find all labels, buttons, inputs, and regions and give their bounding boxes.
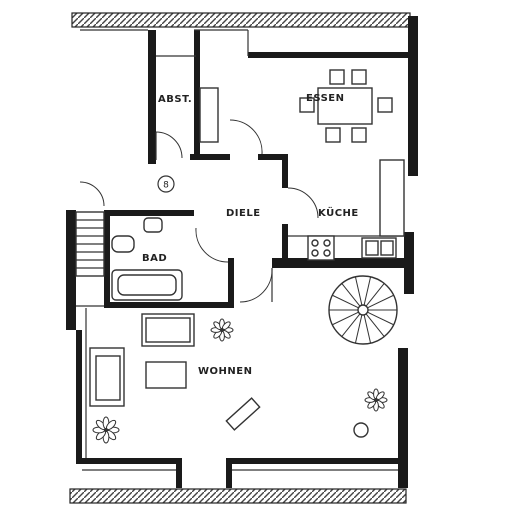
wall-bottom-left [76, 458, 180, 464]
wall-bottom-stub-left [176, 458, 182, 488]
wall-abst-right [194, 30, 200, 158]
bottom-roof-edge [69, 488, 407, 504]
wall-diele-top [190, 154, 230, 160]
dining-table [317, 87, 373, 125]
wall-diele-kueche-lower [282, 224, 288, 260]
wall-right-upper [408, 16, 418, 176]
wall-right-lower [398, 348, 408, 488]
wall-bad-left [104, 210, 110, 306]
spiral-staircase [328, 275, 398, 345]
side-table [225, 397, 261, 431]
label-abst: ABST. [158, 94, 192, 105]
room-labels: ABST. ESSEN DIELE KÜCHE BAD WOHNEN [142, 93, 359, 377]
wall-bottom-right [226, 458, 402, 464]
roof-edges [69, 12, 411, 504]
label-kueche: KÜCHE [318, 205, 359, 219]
wall-diele-kueche [282, 154, 288, 188]
door-arcs [79, 119, 319, 303]
toilet [111, 235, 135, 253]
living-room-furniture [89, 313, 369, 438]
wall-abst-left [148, 30, 156, 164]
plants [92, 318, 388, 444]
wall-top-right [248, 52, 416, 58]
label-diele: DIELE [226, 208, 261, 219]
abst-shelf [199, 87, 219, 143]
wall-bad-bottom [104, 302, 234, 308]
kitchen-units [307, 159, 405, 261]
door-number-marker: 8 [157, 175, 175, 193]
plant-2 [364, 388, 388, 412]
wall-mid-horizontal [272, 258, 412, 268]
wall-bottom-stub-right [226, 458, 232, 488]
top-roof-edge [71, 12, 411, 28]
staircase-left [75, 211, 105, 277]
label-essen: ESSEN [306, 93, 345, 104]
wall-bad-top [104, 210, 194, 216]
wall-bad-right [228, 258, 234, 306]
wall-diele-top-right [258, 154, 288, 160]
bathroom-fixtures [111, 217, 183, 301]
wall-left-living [66, 210, 76, 330]
door-number: 8 [163, 181, 169, 191]
kitchen-counter [379, 159, 405, 237]
wall-left-lower [76, 330, 82, 460]
thin-lines [76, 29, 404, 471]
coffee-table [145, 361, 187, 389]
plant-1 [210, 318, 234, 342]
stove [307, 235, 335, 261]
round-stool [353, 422, 369, 438]
plant-3 [92, 416, 120, 444]
label-wohnen: WOHNEN [198, 366, 252, 377]
dining-set [299, 69, 393, 143]
washbasin [143, 217, 163, 233]
walls [66, 16, 418, 488]
label-bad: BAD [142, 253, 167, 264]
